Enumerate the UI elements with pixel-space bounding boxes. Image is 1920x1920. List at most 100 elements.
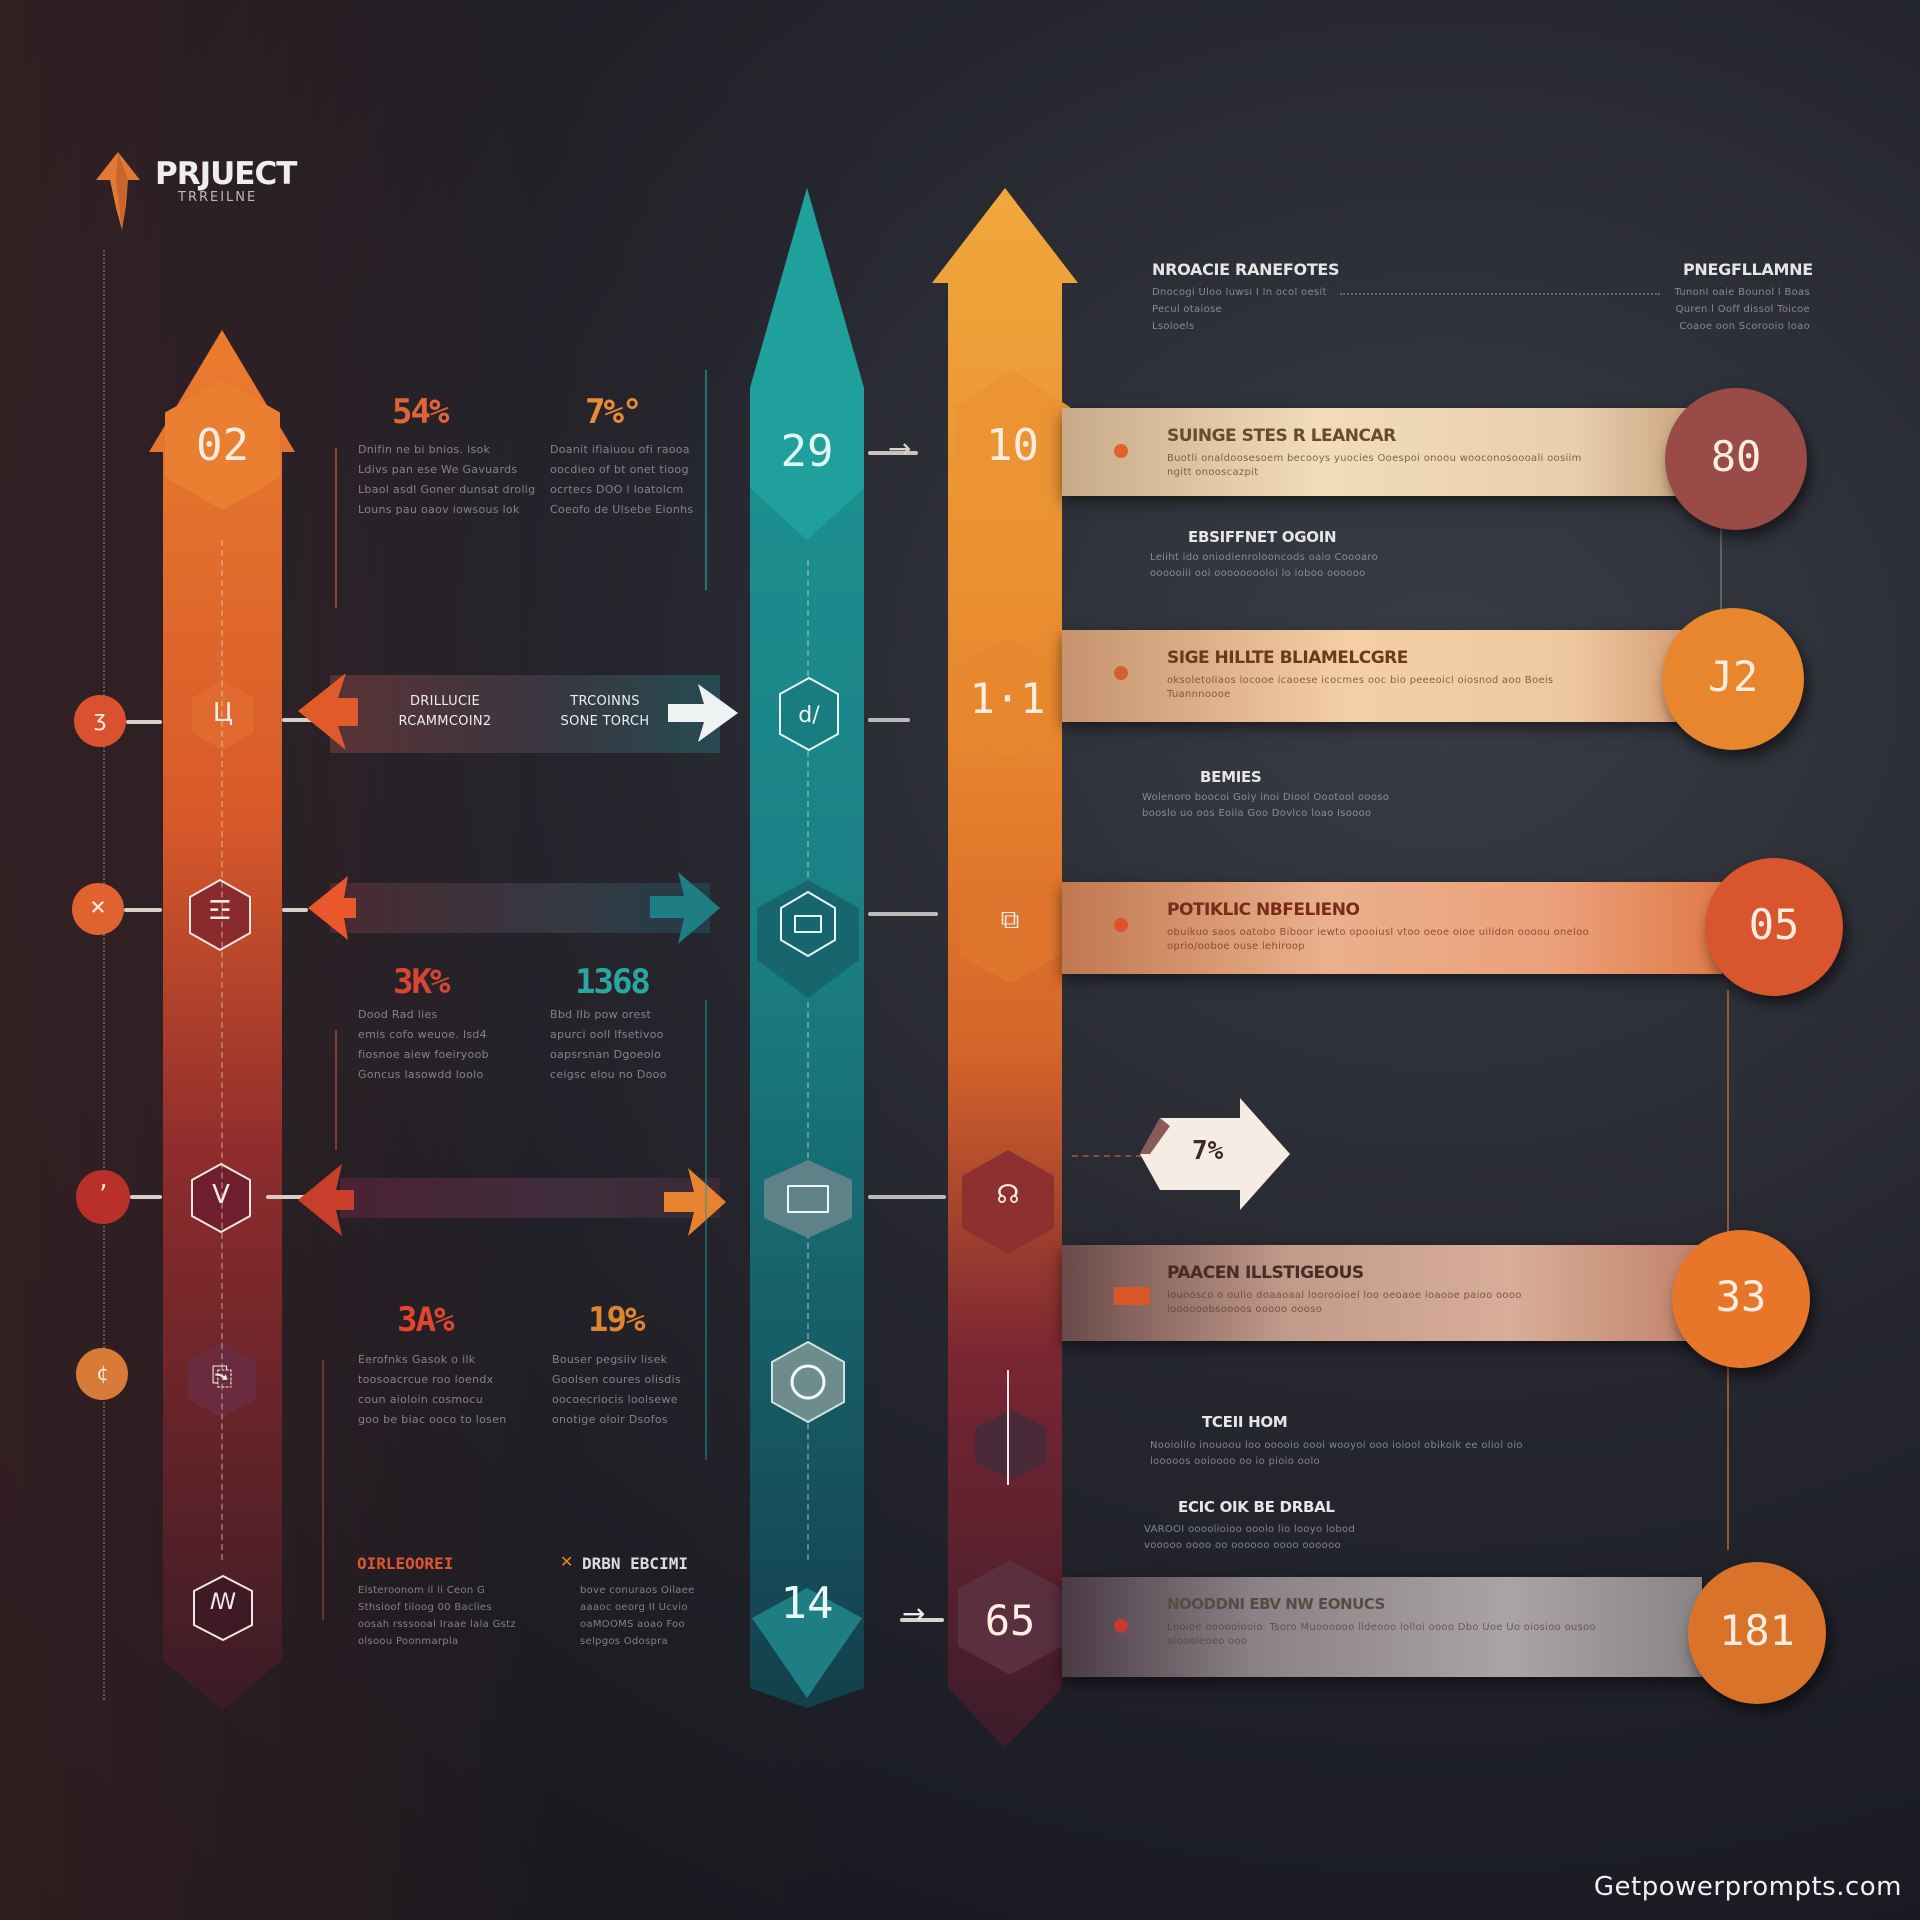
milestone-circle-2[interactable]: J2 — [1662, 608, 1804, 750]
teal-bottom-number: 14 — [780, 1578, 834, 1629]
banner-dot — [1114, 918, 1128, 932]
stat-value: OIRLEOOREI — [357, 1554, 454, 1573]
header-dotted-rule — [1340, 293, 1660, 295]
left-node-2[interactable] — [188, 878, 252, 952]
left-top-number: 02 — [196, 420, 249, 471]
connector-left-3 — [266, 1195, 306, 1199]
watermark[interactable]: Getpowerprompts.com — [1593, 1872, 1902, 1902]
guide-line-teal-2 — [705, 1000, 707, 1460]
callout-line — [1072, 1155, 1142, 1157]
connector-29-10 — [868, 451, 918, 455]
orange-node-people[interactable]: ☊ — [962, 1150, 1054, 1254]
banner-desc: Lnoioe oooooiooio. Tsoro Muoooooo lldeoo… — [1167, 1622, 1596, 1647]
connector-left-1 — [282, 718, 322, 722]
banner-2[interactable]: SIGE HILLTE BLIAMELCGRE oksoletoliaos lo… — [1062, 630, 1702, 722]
stat-value: 19% — [588, 1300, 645, 1340]
stat-value: 3K% — [393, 962, 450, 1002]
connector-65 — [900, 1618, 944, 1622]
page-glyph-icon: ⎘ — [211, 1362, 233, 1392]
arrow-right-icon: → — [902, 1597, 926, 1630]
banner-dot — [1114, 444, 1128, 458]
stat-value: 1368 — [575, 962, 651, 1002]
teal-node-4[interactable] — [768, 1340, 848, 1426]
banner-dot — [1114, 1287, 1150, 1305]
orange-node-11[interactable]: 1·1 — [955, 638, 1060, 758]
signature-glyph-icon: ꟿ — [209, 1590, 237, 1615]
guide-line-teal — [705, 370, 707, 590]
arrow-right-icon — [668, 684, 738, 742]
arrow-left-icon — [298, 1164, 354, 1236]
banner-title: POTIKLIC NBFELIENO — [1167, 900, 1360, 920]
stat-value: 7%° — [585, 392, 642, 432]
banner-title: NOODDNI EBV NW EONUCS — [1167, 1595, 1385, 1613]
side-marker-3[interactable]: ʼ — [76, 1170, 130, 1224]
banner-title: PAACEN ILLSTIGEOUS — [1167, 1263, 1364, 1283]
arrow-right-icon — [664, 1168, 726, 1236]
callout-arrow[interactable] — [1140, 1098, 1296, 1210]
milestone-circle-4[interactable]: 33 — [1672, 1230, 1810, 1368]
banner-3[interactable]: POTIKLIC NBFELIENO obuikuo saos oatobo B… — [1062, 882, 1722, 974]
banner-4[interactable]: PAACEN ILLSTIGEOUS iouoosco o oulio doaa… — [1062, 1245, 1702, 1341]
left-timeline-column: 02 — [145, 330, 300, 1710]
connector-left-2 — [282, 908, 308, 912]
header-right-title: PNEGFLLAMNE — [1683, 260, 1813, 279]
side-marker-4[interactable]: ¢ — [76, 1348, 128, 1400]
guide-line-red — [335, 448, 337, 608]
document-glyph-icon: ☲ — [208, 896, 232, 926]
header-left-title: NROACIE RANEFOTES — [1152, 260, 1340, 279]
flow-label-left: DRILLUCIE RCAMMCOIN2 — [398, 694, 492, 729]
left-node-4[interactable]: ⎘ — [188, 1342, 256, 1418]
left-column-shape — [149, 330, 295, 1710]
page-subtitle: TRREILNE — [178, 190, 258, 205]
x-mark-icon: ✕ — [560, 1552, 574, 1571]
milestone-circle-3[interactable]: 05 — [1705, 858, 1843, 996]
flow-band-2 — [330, 883, 710, 933]
side-marker-2[interactable]: × — [72, 883, 124, 935]
connector-teal-orange-3 — [868, 1195, 946, 1199]
banner-1[interactable]: SUINGE STES R LEANCAR Buotli onaldooseso… — [1062, 408, 1702, 496]
orange-node-chart[interactable]: ⧉ — [960, 875, 1060, 983]
title-block: PRJUECT TRREILNE — [88, 150, 348, 240]
side-marker-1[interactable]: ʒ — [74, 695, 126, 747]
banner-desc: iouoosco o oulio doaaoaal loorooioel loo… — [1167, 1290, 1522, 1315]
orange-node-up[interactable] — [975, 1410, 1047, 1480]
side-note-title: EBSIFFNET OGOIN — [1188, 528, 1337, 546]
orange-node-65[interactable]: 65 — [958, 1560, 1062, 1675]
arrow-right-icon: → — [888, 432, 912, 465]
connector-teal-orange-1 — [868, 718, 910, 722]
stat-value: 54% — [392, 392, 449, 432]
left-node-5[interactable] — [192, 1574, 254, 1642]
milestone-circle-1[interactable]: 80 — [1665, 388, 1807, 530]
stat-value: DRBN EBCIMI — [582, 1554, 688, 1573]
connector-2 — [124, 908, 162, 912]
banner-desc: obuikuo saos oatobo Biboor iewto opooius… — [1167, 927, 1589, 952]
chart-glyph-icon: ⧉ — [1000, 905, 1020, 935]
svg-text:d/: d/ — [798, 703, 820, 728]
people-glyph-icon: ☊ — [996, 1180, 1020, 1210]
teal-node-3[interactable] — [760, 1160, 856, 1240]
teal-node-2[interactable] — [755, 880, 861, 1000]
banner-desc: oksoletoliaos locooe icaoese icocmes ooc… — [1167, 675, 1554, 700]
banner-5[interactable]: NOODDNI EBV NW EONUCS Lnoioe oooooiooio.… — [1062, 1577, 1702, 1677]
left-node-3[interactable] — [190, 1162, 252, 1234]
orange-node-10[interactable]: 10 — [955, 370, 1070, 518]
close-icon: × — [90, 892, 106, 922]
teal-column-dashes — [807, 560, 809, 1560]
side-note-title: TCEII HOM — [1202, 1413, 1288, 1431]
banner-title: SIGE HILLTE BLIAMELCGRE — [1167, 648, 1408, 668]
left-node-1[interactable]: Ц — [192, 680, 254, 750]
milestone-circle-5[interactable]: 181 — [1688, 1562, 1826, 1704]
arrow-left-icon — [298, 673, 358, 750]
right-link-line — [1720, 500, 1722, 620]
up-arrow-icon — [1007, 1370, 1009, 1485]
teal-node-1[interactable]: d/ — [778, 676, 840, 752]
flow-band-3 — [340, 1178, 720, 1218]
guide-line-red-3 — [322, 1360, 324, 1620]
